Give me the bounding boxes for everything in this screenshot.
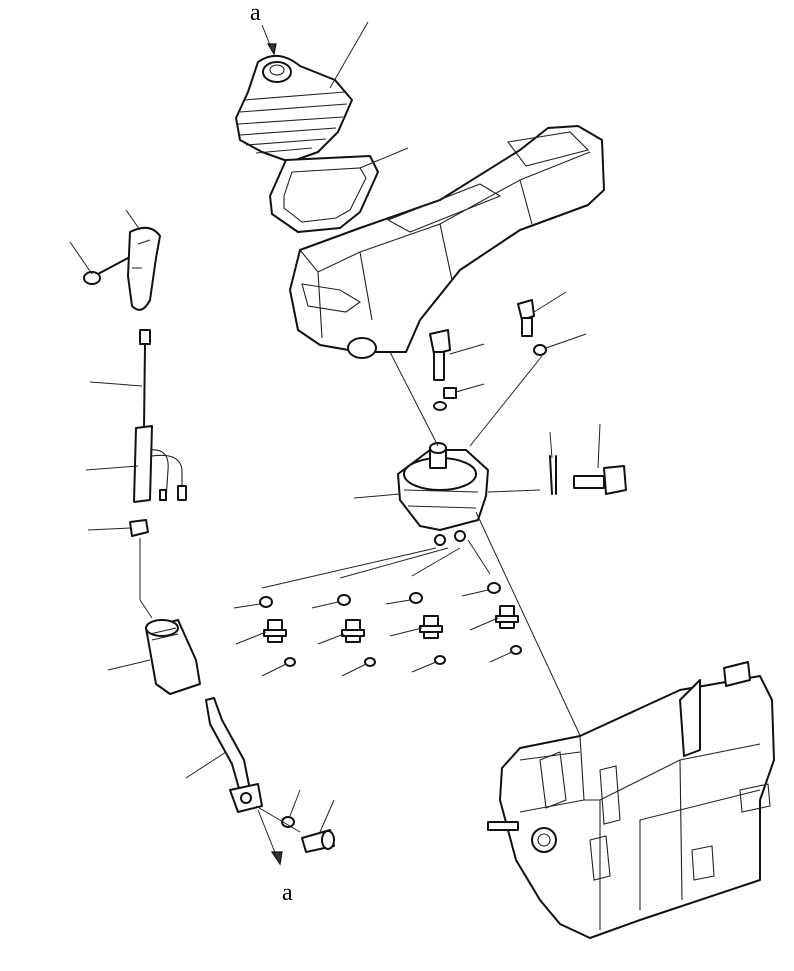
leader-line [449, 343, 485, 355]
leader-line [341, 663, 367, 677]
lever-rod [205, 697, 263, 813]
leader-line [329, 21, 369, 89]
hose-fitting-4 [495, 605, 519, 629]
leader-line [125, 209, 141, 231]
small-ring-1 [284, 657, 296, 667]
leader-line [87, 527, 131, 531]
mount-bolt-2 [517, 299, 535, 337]
small-ring-4 [510, 645, 522, 655]
leader-line [545, 333, 587, 349]
hose-fitting-1 [263, 619, 287, 643]
leader-line [389, 627, 423, 637]
leader-line [319, 799, 335, 833]
split-pin [549, 455, 557, 495]
assembly-line [467, 539, 491, 575]
rubber-boot [235, 55, 353, 163]
assembly-line [339, 547, 449, 579]
leader-line [85, 465, 139, 471]
leader-line [311, 601, 339, 609]
callout-label: a [282, 880, 293, 906]
bracket-bolt [573, 465, 627, 495]
leader-line [597, 423, 601, 469]
leader-line [185, 751, 227, 779]
callout-a-bottom: a [257, 809, 293, 906]
o-ring-1 [259, 596, 273, 608]
leader-line [385, 599, 411, 605]
leader-line [549, 431, 553, 459]
leader-line [107, 659, 151, 671]
leader-line [411, 661, 437, 673]
leader-line [461, 589, 489, 597]
leader-line [455, 383, 485, 393]
small-ring-3 [434, 655, 446, 665]
assembly-line [139, 599, 153, 619]
control-valve [397, 442, 489, 546]
console-housing [289, 125, 605, 359]
leader-line [487, 489, 541, 493]
collar [443, 387, 457, 399]
lever-bolt [301, 829, 335, 853]
leader-line [469, 617, 499, 631]
washer [281, 816, 295, 828]
leader-line [359, 147, 409, 169]
boot-plate [269, 155, 379, 233]
leader-line [233, 603, 261, 609]
callout-label: a [250, 0, 261, 26]
lever-knob [127, 226, 161, 311]
assembly-line [469, 355, 543, 447]
assembly-line [475, 511, 585, 745]
ring [433, 401, 447, 411]
assembly-line [411, 547, 461, 577]
o-ring-2 [337, 594, 351, 606]
adapter-sleeve [145, 619, 201, 695]
mount-bolt-1 [429, 329, 451, 381]
assembly-line [389, 351, 439, 447]
leader-line [489, 651, 513, 663]
hex-nut [129, 519, 149, 537]
leader-line [353, 493, 401, 499]
leader-line [261, 663, 287, 677]
o-ring-3 [409, 592, 423, 604]
leader-line [69, 241, 93, 275]
wire-harness [133, 329, 187, 503]
base-frame [487, 661, 775, 939]
leader-line [235, 631, 267, 645]
washer-2 [533, 344, 547, 356]
small-ring-2 [364, 657, 376, 667]
leader-line [533, 291, 567, 313]
o-ring-4 [487, 582, 501, 594]
knob-screw [83, 257, 129, 285]
leader-line [317, 633, 345, 645]
leader-line [89, 381, 143, 387]
leader-line [289, 789, 301, 817]
assembly-line [261, 547, 437, 589]
hose-fitting-3 [419, 615, 443, 639]
hose-fitting-2 [341, 619, 365, 643]
assembly-line [255, 805, 301, 833]
callout-a-top: a [250, 0, 277, 56]
